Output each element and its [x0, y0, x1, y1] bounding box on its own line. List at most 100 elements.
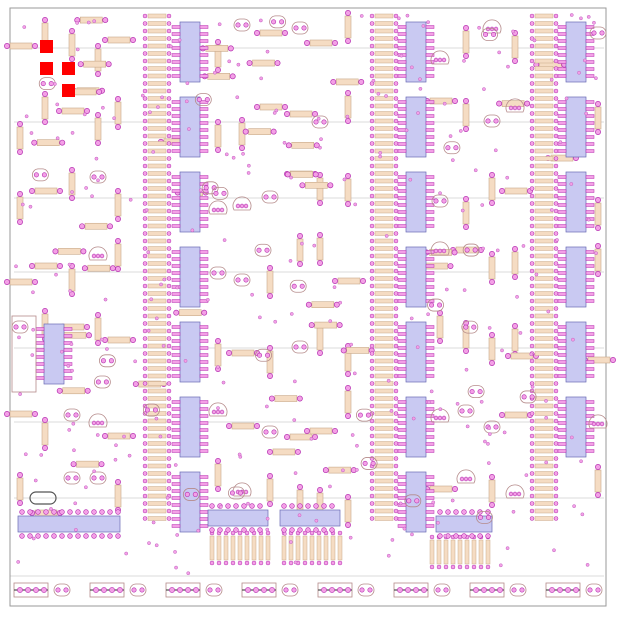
- via: [154, 316, 159, 321]
- via: [187, 127, 191, 131]
- ic-chip: [557, 96, 595, 158]
- via: [222, 238, 227, 242]
- ladder-resistor: [142, 51, 172, 56]
- resistor: [344, 385, 352, 419]
- via: [96, 178, 100, 183]
- ic-chip: [171, 171, 209, 233]
- ladder-resistor: [369, 208, 399, 214]
- ladder-resistor: [529, 163, 559, 169]
- ic-chip: [397, 396, 435, 458]
- resistor: [332, 277, 366, 285]
- via: [84, 485, 88, 490]
- ladder-resistor: [142, 81, 172, 86]
- via: [359, 14, 364, 18]
- ladder-resistor: [529, 501, 559, 506]
- via: [175, 533, 180, 537]
- resistor: [16, 472, 24, 506]
- ladder-resistor: [142, 351, 172, 356]
- via: [495, 248, 500, 253]
- via: [74, 527, 78, 532]
- ladder-resistor: [142, 43, 172, 49]
- resistor: [284, 110, 318, 118]
- resistor-layer: [4, 10, 616, 528]
- ladder-resistor-vertical: [471, 534, 477, 570]
- via: [28, 204, 33, 209]
- via: [146, 328, 151, 333]
- via: [73, 501, 78, 506]
- via: [390, 538, 395, 542]
- resistor: [511, 30, 519, 64]
- via: [198, 188, 203, 193]
- ic-chip: [557, 321, 595, 383]
- via: [168, 44, 173, 49]
- resistor: [29, 187, 63, 195]
- ladder-resistor: [369, 373, 399, 379]
- via: [577, 70, 581, 75]
- ladder-resistor: [529, 28, 559, 34]
- via: [288, 540, 293, 544]
- via: [386, 553, 391, 558]
- via: [328, 319, 333, 323]
- ladder-resistor: [142, 66, 172, 71]
- ladder-resistor: [369, 336, 399, 341]
- via: [82, 112, 87, 117]
- ladder-resistor-vertical: [330, 530, 336, 566]
- via: [160, 95, 164, 100]
- ladder-resistor: [142, 88, 172, 94]
- ladder-resistor: [529, 343, 559, 349]
- ic-chip: [171, 471, 209, 533]
- resistor: [4, 410, 38, 418]
- ladder-resistor: [142, 381, 172, 386]
- capacitor: [589, 26, 607, 40]
- via: [124, 551, 129, 556]
- ladder-resistor: [142, 366, 172, 371]
- ladder-resistor: [369, 111, 399, 116]
- ladder-resistor: [142, 298, 172, 304]
- ladder-resistor: [142, 73, 172, 79]
- via: [265, 404, 269, 409]
- via: [165, 496, 170, 500]
- resistor: [56, 107, 90, 115]
- via: [487, 426, 492, 430]
- capacitor: [404, 494, 422, 508]
- transistor: [430, 50, 450, 65]
- via: [49, 507, 53, 511]
- ladder-resistor: [529, 133, 559, 139]
- ladder-resistor: [142, 21, 172, 26]
- capacitor: [355, 408, 373, 422]
- ic-chip: [171, 396, 209, 458]
- ladder-resistor: [142, 133, 172, 139]
- via: [258, 18, 263, 23]
- resistor: [499, 411, 533, 419]
- via: [154, 543, 159, 548]
- ladder-resistor: [369, 193, 399, 199]
- ladder-resistor: [529, 418, 559, 424]
- ladder-resistor: [369, 201, 399, 206]
- ladder-resistor-vertical: [450, 534, 456, 570]
- resistor: [226, 422, 260, 430]
- ladder-resistor: [529, 291, 559, 296]
- ladder-resistor: [369, 73, 399, 79]
- via: [70, 190, 74, 194]
- resistor: [52, 248, 87, 255]
- capacitor: [233, 18, 251, 32]
- ic-chip-horizontal: [207, 503, 269, 533]
- via: [586, 217, 591, 222]
- marker-layer: [40, 40, 75, 97]
- via: [418, 86, 423, 91]
- via: [371, 78, 376, 83]
- via: [258, 315, 262, 320]
- transistor: [430, 241, 450, 256]
- via: [436, 520, 440, 525]
- via: [328, 484, 332, 489]
- via: [532, 38, 537, 43]
- via: [404, 128, 409, 133]
- capacitor: [194, 93, 212, 107]
- ladder-resistor: [529, 216, 559, 221]
- capacitor: [281, 583, 299, 597]
- ladder-resistor: [142, 118, 172, 124]
- red-marker-3: [62, 62, 75, 75]
- ladder-resistor: [142, 268, 172, 274]
- ladder-resistor: [529, 351, 559, 356]
- via: [158, 434, 163, 439]
